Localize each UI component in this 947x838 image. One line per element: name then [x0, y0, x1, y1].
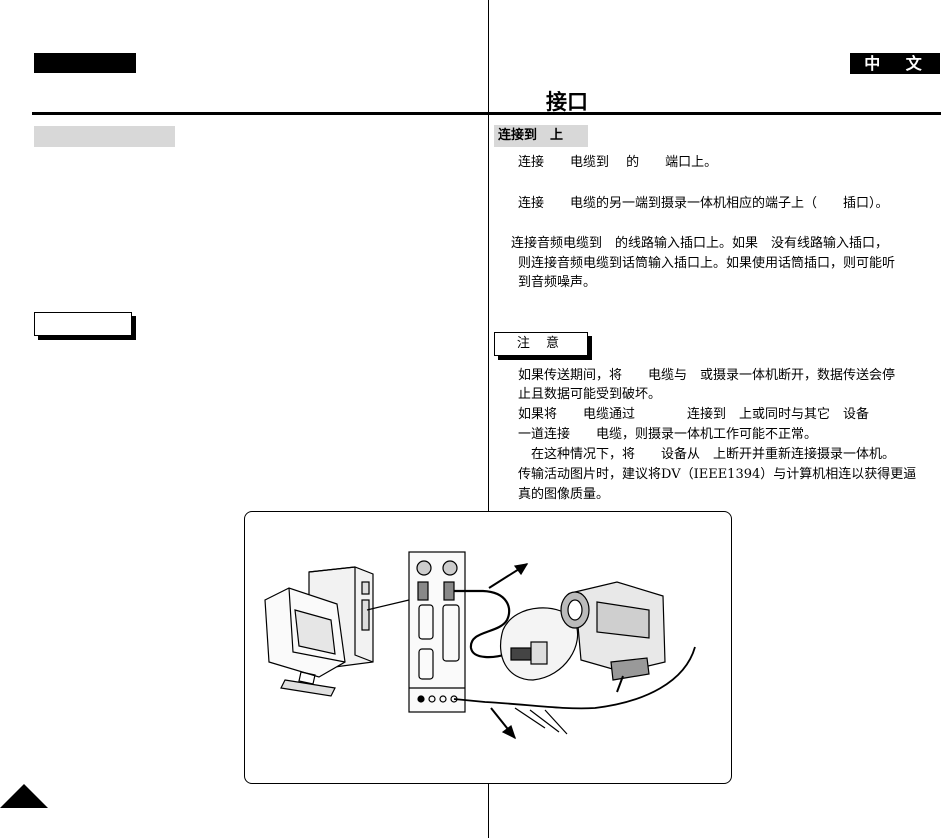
- left-notes-box: [34, 312, 132, 336]
- note-line-5: 在这种情况下，将 设备从 上断开并重新连接摄录一体机。: [518, 447, 896, 462]
- step-2: 连接 电缆的另一端到摄录一体机相应的端子上（ 插口）。: [518, 196, 889, 211]
- step-1: 连接 电缆到 的 端口上。: [518, 155, 718, 170]
- column-divider: [488, 0, 489, 838]
- note-line-3: 如果将 电缆通过 连接到 上或同时与其它 设备: [518, 407, 870, 422]
- pc-camcorder-illustration: [264, 551, 696, 740]
- page-title: 接口: [546, 90, 588, 114]
- language-badge: 中 文: [850, 53, 940, 74]
- note-line-6: 传输活动图片时，建议将DV（IEEE1394）与计算机相连以获得更逼: [518, 467, 917, 482]
- note-line-4: 一道连接 电缆，则摄录一体机工作可能不正常。: [518, 427, 818, 442]
- connection-figure: [244, 511, 732, 784]
- language-badge-left: [34, 53, 136, 73]
- note-label: 注 意: [494, 332, 588, 356]
- triangle-page-marker-icon: [0, 784, 48, 808]
- section-title: 连接到 上: [494, 125, 588, 147]
- note-line-2: 止且数据可能受到破坏。: [518, 387, 662, 402]
- note-line-1: 如果传送期间，将 电缆与 或摄录一体机断开，数据传送会停: [518, 368, 896, 383]
- note-line-7: 真的图像质量。: [518, 487, 610, 502]
- left-section-heading-bar: [34, 126, 175, 147]
- header-rule: [32, 112, 941, 115]
- audio-note-line-1: 连接音频电缆到 的线路输入插口上。如果 没有线路输入插口，: [511, 236, 889, 251]
- audio-note-line-2: 则连接音频电缆到话筒输入插口上。如果使用话筒插口，则可能听: [518, 256, 896, 271]
- audio-note-line-3: 到音频噪声。: [518, 275, 597, 290]
